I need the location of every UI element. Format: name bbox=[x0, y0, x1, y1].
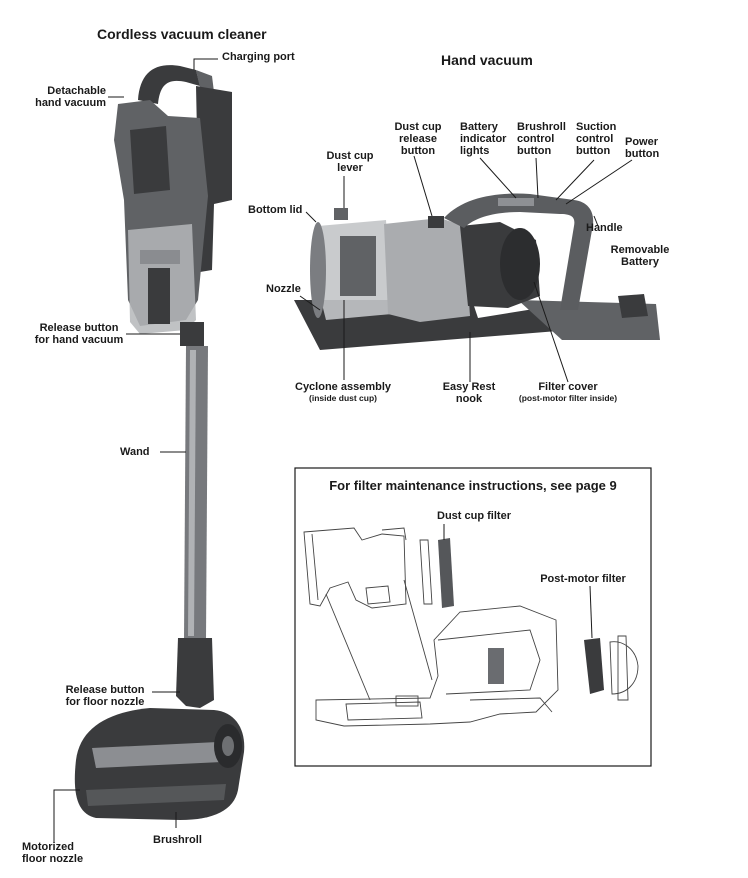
label-dust-cup-lever: Dust cup lever bbox=[326, 150, 373, 174]
label-battery-indicator: Battery indicator lights bbox=[460, 121, 506, 157]
release-tab-outline bbox=[395, 695, 419, 707]
label-dust-release-line3: button bbox=[400, 145, 436, 157]
motor-section bbox=[384, 218, 470, 322]
label-power-button: Power button bbox=[625, 136, 659, 160]
label-suction-line2: control bbox=[576, 133, 614, 145]
label-power-line1: Power bbox=[625, 136, 659, 148]
label-handle: Handle bbox=[586, 222, 623, 234]
release-collar bbox=[180, 322, 204, 346]
label-suction-control: Suction control button bbox=[576, 121, 616, 157]
label-motorized: Motorized floor nozzle bbox=[22, 841, 83, 865]
label-brushroll-ctrl-line2: control bbox=[517, 133, 555, 145]
nozzle-window bbox=[92, 742, 222, 768]
bottom-lid bbox=[310, 222, 326, 318]
label-detachable-line1: Detachable bbox=[47, 85, 106, 97]
nozzle-front bbox=[86, 784, 226, 806]
cyclone-assembly bbox=[340, 236, 376, 296]
wheel-hub bbox=[222, 736, 234, 756]
label-filter-cover: Filter cover (post-motor filter inside) bbox=[519, 381, 617, 403]
label-easy-rest-line1: Easy Rest bbox=[442, 381, 496, 393]
label-dust-release-line2: release bbox=[399, 133, 437, 145]
label-release-hand-line2: for hand vacuum bbox=[34, 334, 124, 346]
dust-release-button bbox=[428, 216, 444, 228]
label-dust-cup-release: Dust cup release button bbox=[394, 121, 441, 157]
label-cyclone-line1: Cyclone assembly bbox=[295, 381, 391, 393]
label-easy-rest-nook: Easy Rest nook bbox=[443, 381, 496, 405]
title-hand-vacuum: Hand vacuum bbox=[441, 52, 533, 68]
label-cyclone-assembly: Cyclone assembly (inside dust cup) bbox=[295, 381, 391, 403]
label-filter-cover-sub: (post-motor filter inside) bbox=[518, 393, 618, 403]
label-easy-rest-line2: nook bbox=[455, 393, 483, 405]
label-removable-line1: Removable bbox=[610, 244, 670, 256]
handle-loop bbox=[138, 65, 200, 104]
label-motorized-line1: Motorized bbox=[22, 841, 74, 853]
filter-exploded-drawing bbox=[303, 524, 639, 727]
cyclone-ring bbox=[140, 250, 180, 264]
label-power-line2: button bbox=[625, 148, 660, 160]
label-post-motor-filter: Post-motor filter bbox=[540, 573, 626, 585]
label-dust-release-line1: Dust cup bbox=[394, 121, 442, 133]
charging-port-area bbox=[196, 70, 214, 92]
label-battery-ind-line3: lights bbox=[460, 145, 490, 157]
label-charging-port: Charging port bbox=[222, 51, 295, 63]
title-cordless: Cordless vacuum cleaner bbox=[97, 26, 267, 42]
cyclone-core bbox=[148, 268, 170, 324]
label-wand: Wand bbox=[120, 446, 150, 458]
label-battery-ind-line2: indicator bbox=[460, 133, 507, 145]
label-release-floor: Release button for floor nozzle bbox=[66, 684, 145, 708]
cyclone-top bbox=[130, 126, 170, 194]
filter-box bbox=[294, 467, 652, 767]
label-removable-line2: Battery bbox=[621, 256, 659, 268]
label-brushroll-ctrl-line1: Brushroll bbox=[517, 121, 566, 133]
label-removable-battery: Removable Battery bbox=[611, 244, 670, 268]
post-motor-filter-part bbox=[584, 638, 604, 694]
label-dust-cup-lever-line2: lever bbox=[337, 162, 363, 174]
filter-box-title: For filter maintenance instructions, see… bbox=[329, 478, 617, 493]
stick-vacuum-drawing bbox=[74, 65, 245, 820]
label-brushroll: Brushroll bbox=[153, 834, 202, 846]
label-battery-ind-line1: Battery bbox=[460, 121, 498, 133]
label-cyclone-sub: (inside dust cup) bbox=[309, 393, 377, 403]
label-brushroll-control: Brushroll control button bbox=[517, 121, 566, 157]
dust-cup-lever bbox=[334, 208, 348, 220]
motor-vent bbox=[488, 648, 504, 684]
battery-latch bbox=[618, 294, 648, 318]
hand-vacuum-drawing bbox=[294, 193, 660, 350]
wand bbox=[184, 346, 208, 640]
label-release-floor-line2: for floor nozzle bbox=[65, 696, 145, 708]
label-suction-line1: Suction bbox=[576, 121, 617, 133]
label-release-hand-line1: Release button bbox=[39, 322, 119, 334]
neck-joint bbox=[176, 638, 214, 708]
label-bottom-lid: Bottom lid bbox=[248, 204, 303, 216]
label-dust-cup-lever-line1: Dust cup bbox=[326, 150, 374, 162]
label-nozzle: Nozzle bbox=[266, 283, 301, 295]
label-motorized-line2: floor nozzle bbox=[22, 853, 84, 865]
filter-cover-end bbox=[500, 228, 540, 300]
label-dust-cup-filter: Dust cup filter bbox=[437, 510, 511, 522]
label-release-floor-line1: Release button bbox=[65, 684, 145, 696]
dust-cup-filter-part bbox=[438, 538, 454, 608]
label-release-hand: Release button for hand vacuum bbox=[35, 322, 124, 346]
button-strip bbox=[498, 198, 534, 206]
label-suction-line3: button bbox=[576, 145, 611, 157]
label-detachable-line2: hand vacuum bbox=[35, 97, 106, 109]
label-filter-cover-line1: Filter cover bbox=[538, 381, 598, 393]
hand-leader-lines bbox=[299, 155, 633, 383]
stick-leader-lines bbox=[53, 58, 218, 842]
wand-highlight bbox=[188, 350, 196, 636]
hand-handle bbox=[444, 193, 594, 310]
label-brushroll-ctrl-line3: button bbox=[517, 145, 552, 157]
label-detachable: Detachable hand vacuum bbox=[35, 85, 106, 109]
